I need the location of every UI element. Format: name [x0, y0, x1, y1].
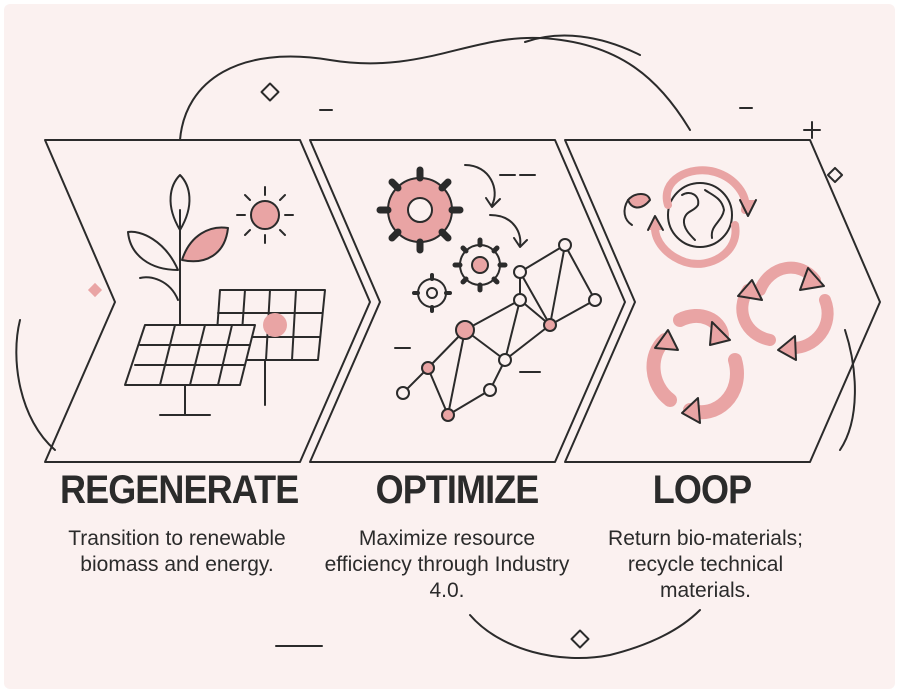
- globe-icon: [623, 166, 757, 268]
- diamond-sparkle-icon: [87, 282, 103, 298]
- step-description-optimize: Maximize resource efficiency through Ind…: [324, 527, 570, 602]
- decorative-swirls: [15, 34, 856, 659]
- chevron-regenerate: [44, 139, 371, 463]
- diamond-sparkle-icon: [826, 166, 844, 184]
- arrow-curve-icon: [489, 214, 528, 248]
- gear-icon: [452, 237, 508, 293]
- solar-panel-icon: [124, 289, 326, 416]
- sparkle-decorations: [87, 82, 844, 649]
- step-title-optimize: OPTIMIZE: [375, 468, 540, 512]
- chevron-loop: [564, 139, 881, 463]
- network-icon: [396, 238, 602, 422]
- recycle-icon: [646, 261, 834, 424]
- step-description-loop: Return bio-materials; recycle technical …: [608, 527, 803, 602]
- dash-lines: [394, 174, 541, 373]
- sprout-icon: [127, 174, 229, 331]
- gear-icon: [412, 273, 452, 313]
- diamond-sparkle-icon: [570, 629, 590, 649]
- step-description-regenerate: Transition to renewable biomass and ener…: [68, 527, 286, 576]
- sun-icon: [236, 186, 294, 244]
- gear-icon: [376, 166, 464, 254]
- step-title-regenerate: REGENERATE: [60, 468, 299, 512]
- diamond-sparkle-icon: [260, 82, 280, 102]
- cross-sparkle-icon: [803, 121, 821, 139]
- chevron-optimize: [309, 139, 626, 463]
- step-title-loop: LOOP: [652, 468, 752, 512]
- chevron-panels: [44, 139, 881, 463]
- arrow-curve-icon: [464, 164, 501, 208]
